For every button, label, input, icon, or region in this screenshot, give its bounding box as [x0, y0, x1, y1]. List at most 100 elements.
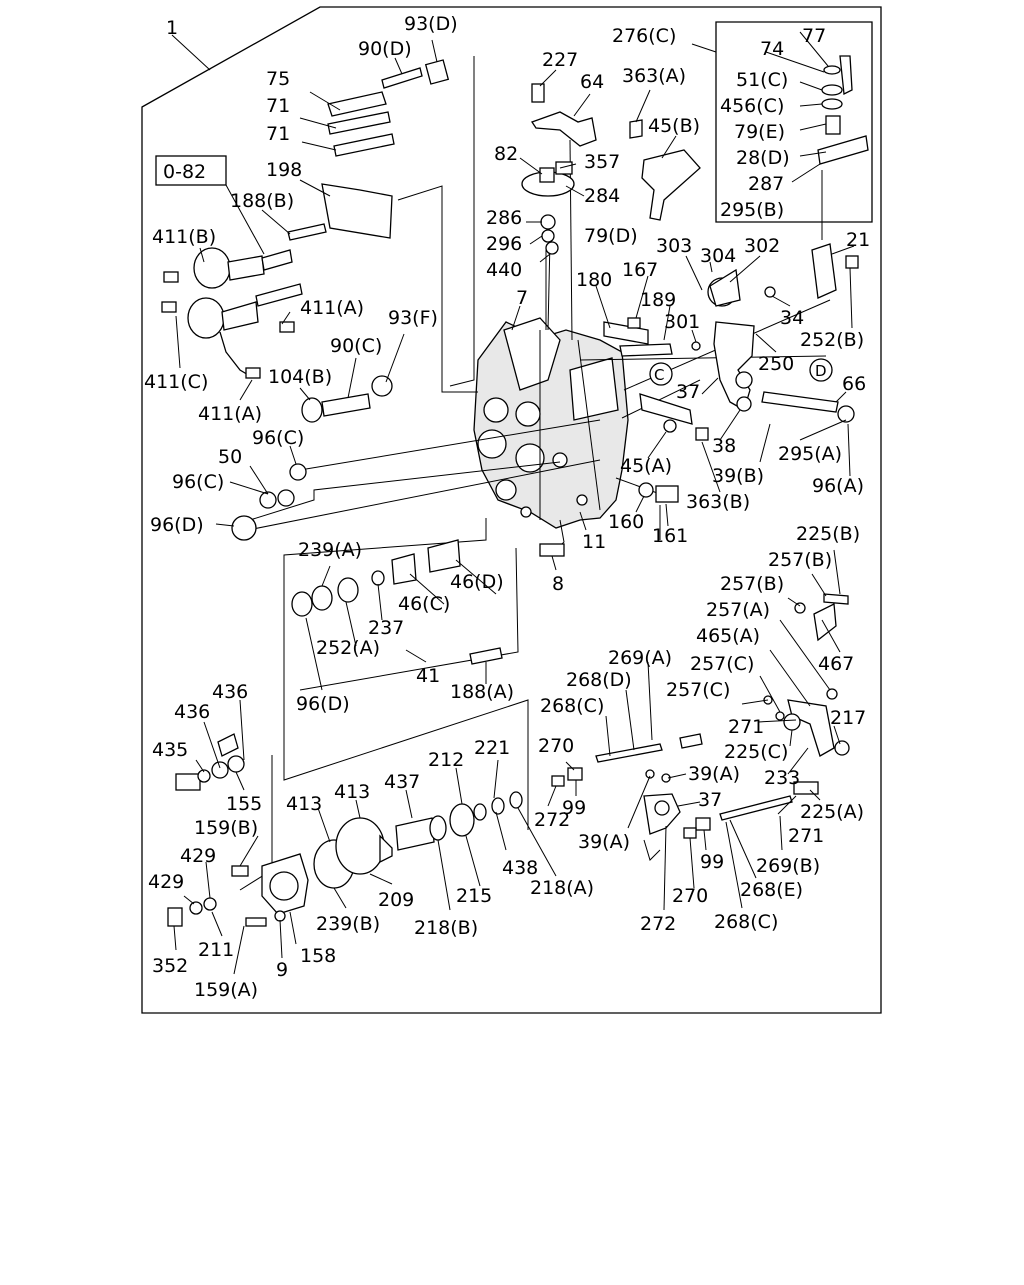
part-label: 161 [652, 525, 688, 547]
part-label: 11 [582, 531, 606, 553]
middle-left-parts [291, 539, 503, 665]
part-label: 221 [474, 737, 510, 759]
top-left-parts [161, 59, 450, 541]
part-label: 218(B) [414, 917, 478, 939]
leader-lines [173, 31, 855, 975]
part-label: 271 [788, 825, 824, 847]
part-label: 352 [152, 955, 188, 977]
part-label: 465(A) [696, 625, 760, 647]
part-label: 37 [676, 381, 700, 403]
part-label: 34 [780, 307, 804, 329]
part-label: 225(A) [800, 801, 864, 823]
part-label: 413 [334, 781, 370, 803]
part-label: 296 [486, 233, 522, 255]
part-label: 79(E) [734, 121, 785, 143]
part-label: 99 [700, 851, 724, 873]
part-label: 45(B) [648, 115, 700, 137]
part-label: 413 [286, 793, 322, 815]
part-label: 269(B) [756, 855, 820, 877]
part-label: 218(A) [530, 877, 594, 899]
inset-leader [691, 43, 717, 53]
part-label: 225(C) [724, 741, 788, 763]
callout-c: C [649, 362, 673, 386]
inset-parts [817, 55, 869, 240]
part-label: 270 [538, 735, 574, 757]
part-label: 411(C) [144, 371, 208, 393]
part-label: 99 [562, 797, 586, 819]
group-number: 1 [166, 17, 178, 39]
part-label: 51(C) [736, 69, 788, 91]
part-label: 270 [672, 885, 708, 907]
part-label: 237 [368, 617, 404, 639]
part-label: 71 [266, 123, 290, 145]
part-label: 268(E) [740, 879, 803, 901]
part-label: 268(C) [540, 695, 604, 717]
part-label: 38 [712, 435, 736, 457]
part-label: 96(C) [172, 471, 224, 493]
part-label: 436 [174, 701, 210, 723]
part-label: 272 [640, 913, 676, 935]
part-label: 302 [744, 235, 780, 257]
part-label: 93(F) [388, 307, 438, 329]
part-label: 159(A) [194, 979, 258, 1001]
part-label: 272 [534, 809, 570, 831]
part-label: 286 [486, 207, 522, 229]
callout-d: D [809, 358, 833, 382]
part-label: 64 [580, 71, 604, 93]
group-leader [171, 34, 211, 71]
part-label: 411(B) [152, 226, 216, 248]
part-label: 304 [700, 245, 736, 267]
part-label: 411(A) [198, 403, 262, 425]
part-label: 160 [608, 511, 644, 533]
part-label: 411(A) [300, 297, 364, 319]
part-number-labels: 93(D)90(D)757171198188(B)411(B)411(A)93(… [144, 13, 870, 1001]
part-label: 167 [622, 259, 658, 281]
part-label: 257(B) [768, 549, 832, 571]
part-label: 225(B) [796, 523, 860, 545]
part-label: 271 [728, 716, 764, 738]
part-label: 96(D) [150, 514, 204, 536]
part-label: 77 [802, 25, 826, 47]
part-label: 437 [384, 771, 420, 793]
inset-box [715, 21, 873, 223]
part-label: 28(D) [736, 147, 790, 169]
part-label: 239(A) [298, 539, 362, 561]
part-label: 155 [226, 793, 262, 815]
part-label: 41 [416, 665, 440, 687]
part-label: 211 [198, 939, 234, 961]
bottom-right-assembly [551, 593, 850, 861]
reference-box [155, 155, 227, 186]
part-label: 180 [576, 269, 612, 291]
part-label: 96(C) [252, 427, 304, 449]
part-label: 456(C) [720, 95, 784, 117]
part-label: 269(A) [608, 647, 672, 669]
part-label: 284 [584, 185, 620, 207]
part-label: 46(D) [450, 571, 504, 593]
callout-c-letter: C [654, 366, 664, 384]
part-label: 295(B) [720, 199, 784, 221]
part-label: 21 [846, 229, 870, 251]
part-label: 212 [428, 749, 464, 771]
part-label: 50 [218, 446, 242, 468]
part-label: 159(B) [194, 817, 258, 839]
reference-leader [225, 184, 265, 255]
part-label: 429 [148, 871, 184, 893]
part-label: 104(B) [268, 366, 332, 388]
part-label: 303 [656, 235, 692, 257]
part-label: 45(A) [620, 455, 672, 477]
part-label: 75 [266, 68, 290, 90]
assembly-guide-lines [239, 56, 831, 891]
part-label: 188(B) [230, 190, 294, 212]
part-label: 189 [640, 289, 676, 311]
part-label: 96(A) [812, 475, 864, 497]
part-label: 8 [552, 573, 564, 595]
part-label: 436 [212, 681, 248, 703]
part-label: 257(C) [666, 679, 730, 701]
part-label: 363(A) [622, 65, 686, 87]
part-label: 71 [266, 95, 290, 117]
top-center-linkage [521, 83, 701, 255]
reference-box-label: 0-82 [163, 161, 206, 183]
part-label: 9 [276, 959, 288, 981]
part-label: 158 [300, 945, 336, 967]
part-label: 268(C) [714, 911, 778, 933]
